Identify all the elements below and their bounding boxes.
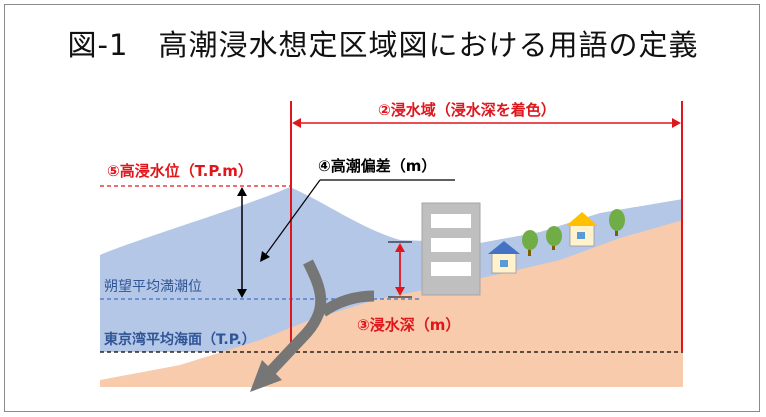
- building: [421, 202, 481, 296]
- tree-icon: [546, 226, 562, 250]
- tree-icon: [609, 209, 625, 236]
- high-water-level-label: ⑤高浸水位（T.P.m）: [107, 162, 253, 180]
- tokyo-bay-mean-sea-level-label: 東京湾平均海面（T.P.）: [104, 331, 256, 348]
- surge-deviation-leader: [260, 179, 455, 262]
- ground-land: [100, 220, 683, 387]
- surge-deviation-arrow: [237, 187, 247, 298]
- inundation-area-arrow: [292, 118, 681, 128]
- flow-arrow: [250, 259, 375, 392]
- tree-icon: [522, 230, 538, 256]
- figure-title: 図-1 高潮浸水想定区域図における用語の定義: [67, 28, 699, 62]
- inundation-area-label: ②浸水域（浸水深を着色）: [378, 101, 556, 119]
- inundation-depth-arrow: [388, 241, 412, 298]
- mean-spring-high-tide-label: 朔望平均満潮位: [104, 279, 202, 295]
- inundation-depth-label: ③浸水深（m）: [357, 316, 460, 334]
- house-icon: [566, 212, 598, 247]
- storm-surge-deviation-label: ④高潮偏差（m）: [318, 157, 436, 175]
- house-icon: [488, 241, 520, 274]
